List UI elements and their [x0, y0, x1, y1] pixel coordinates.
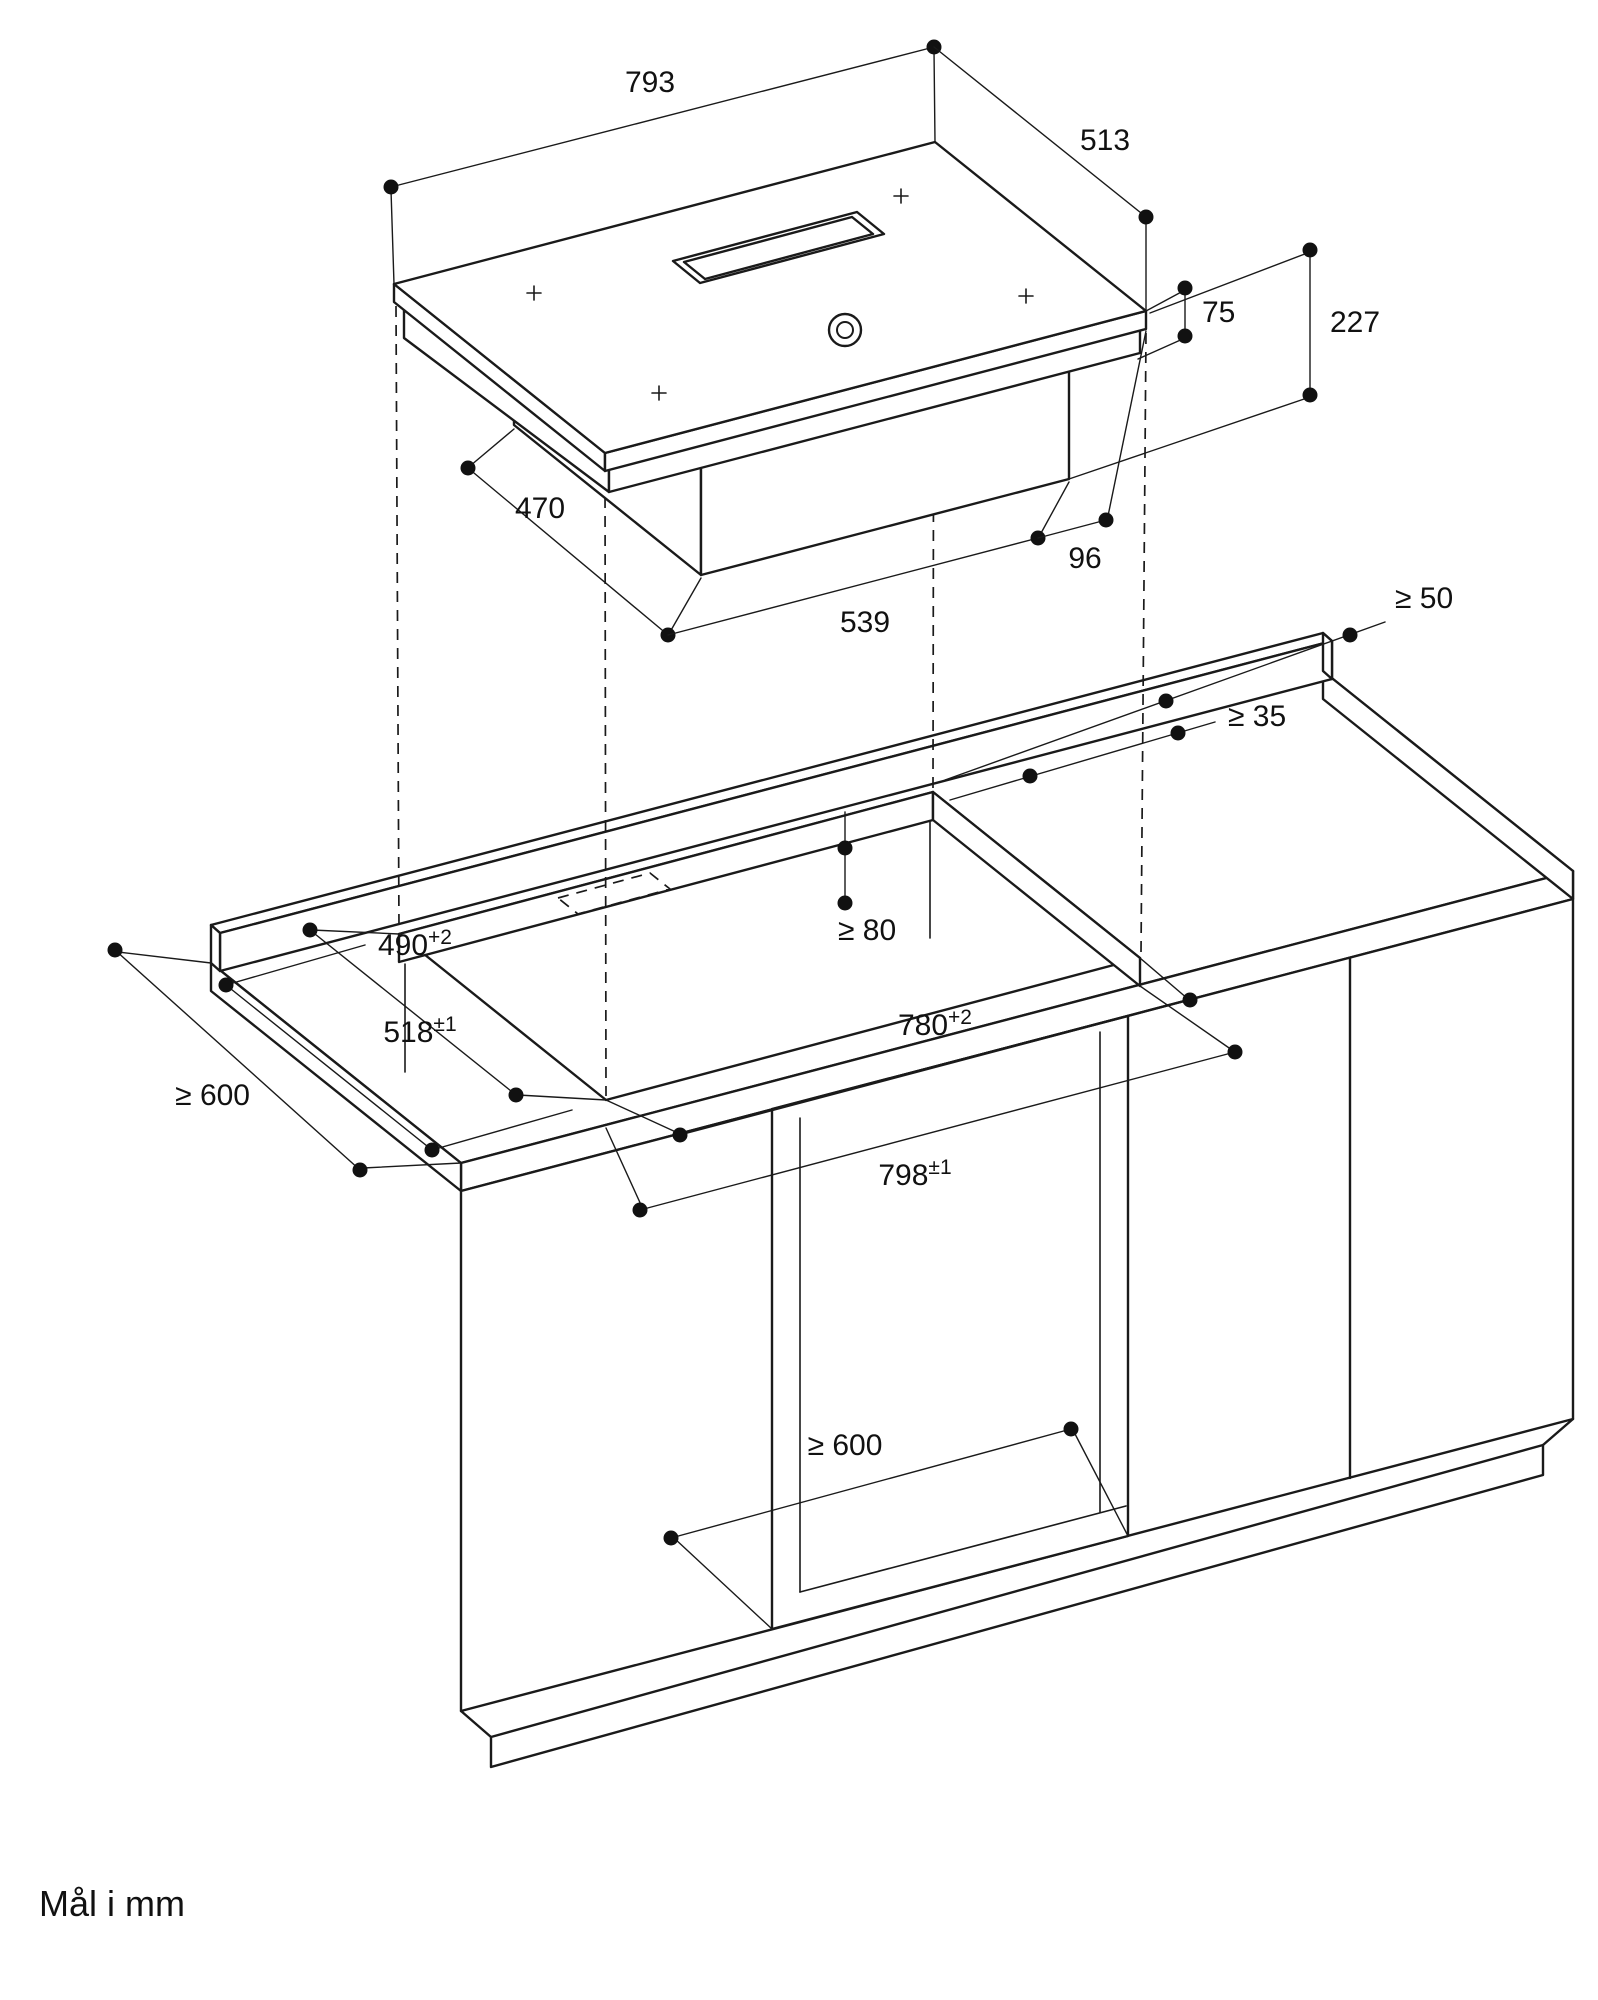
dim-label-96: 96	[1068, 542, 1101, 575]
plinth-join-right	[1541, 1417, 1575, 1447]
dim-label-80: ≥ 80	[838, 914, 896, 947]
dim-539: 539	[667, 481, 1070, 639]
dim-worktop-depth-600: ≥ 600	[107, 942, 462, 1178]
dim-470: 470	[460, 428, 702, 643]
dim-appliance-depth-518: 518±1	[218, 944, 573, 1158]
dim-appliance-width-798: 798±1	[605, 985, 1243, 1218]
dim-513: 513	[933, 46, 1154, 312]
dim-rear-clearance-50: ≥ 50	[944, 582, 1453, 781]
control-knob-icon	[827, 312, 863, 348]
dimension-annotations: 793 513 75 227 470	[107, 39, 1453, 1630]
dim-label-539: 539	[840, 606, 890, 639]
backsplash-left-end	[209, 923, 222, 973]
cutout-interior-lines	[404, 821, 931, 1073]
cabinet-interior-lines	[799, 1031, 1127, 1593]
dim-label-518: 518±1	[383, 1013, 456, 1049]
dim-cutout-width-780: 780+2	[605, 957, 1198, 1143]
cabinet-opening	[770, 1014, 1130, 1631]
dim-label-798: 798±1	[878, 1156, 951, 1192]
duct-outlet-mark	[556, 872, 672, 915]
vent-slot-outer	[671, 210, 886, 285]
dim-793: 793	[383, 39, 942, 285]
worktop-cabinet-drawing	[209, 631, 1575, 1769]
dim-label-50: ≥ 50	[1395, 582, 1453, 615]
dim-label-490: 490+2	[378, 926, 452, 962]
dim-side-clearance-35: ≥ 35	[949, 700, 1286, 801]
dim-label-793: 793	[625, 66, 675, 99]
projection-lines	[395, 149, 1147, 1097]
dim-label-780: 780+2	[898, 1006, 972, 1042]
backsplash-right-end	[1321, 631, 1334, 681]
projection-right	[1140, 332, 1147, 955]
dim-label-513: 513	[1080, 124, 1130, 157]
dim-75: 75	[1137, 280, 1235, 360]
dim-label-470: 470	[515, 492, 565, 525]
dim-label-227: 227	[1330, 306, 1380, 339]
vent-slot-inner	[682, 215, 875, 281]
plinth-join-left	[459, 1709, 493, 1739]
cooktop-drawing	[392, 140, 1148, 577]
dim-below-clearance-80: ≥ 80	[837, 811, 896, 947]
dim-label-600-left: ≥ 600	[175, 1079, 250, 1112]
projection-front	[604, 477, 607, 1097]
units-note: Mål i mm	[39, 1883, 185, 1924]
projection-left	[395, 305, 400, 931]
control-knob-inner	[836, 321, 854, 339]
dim-label-75: 75	[1202, 296, 1235, 329]
dim-96: 96	[1037, 330, 1147, 575]
dim-cabinet-width-600: ≥ 600	[663, 1421, 1129, 1630]
burner-marks	[526, 188, 1034, 401]
dim-cutout-depth-490: 490+2	[302, 922, 607, 1103]
dim-227: 227	[1068, 242, 1380, 480]
dim-label-600-bottom: ≥ 600	[808, 1429, 883, 1462]
dim-label-35: ≥ 35	[1228, 700, 1286, 733]
plinth	[489, 1443, 1545, 1769]
